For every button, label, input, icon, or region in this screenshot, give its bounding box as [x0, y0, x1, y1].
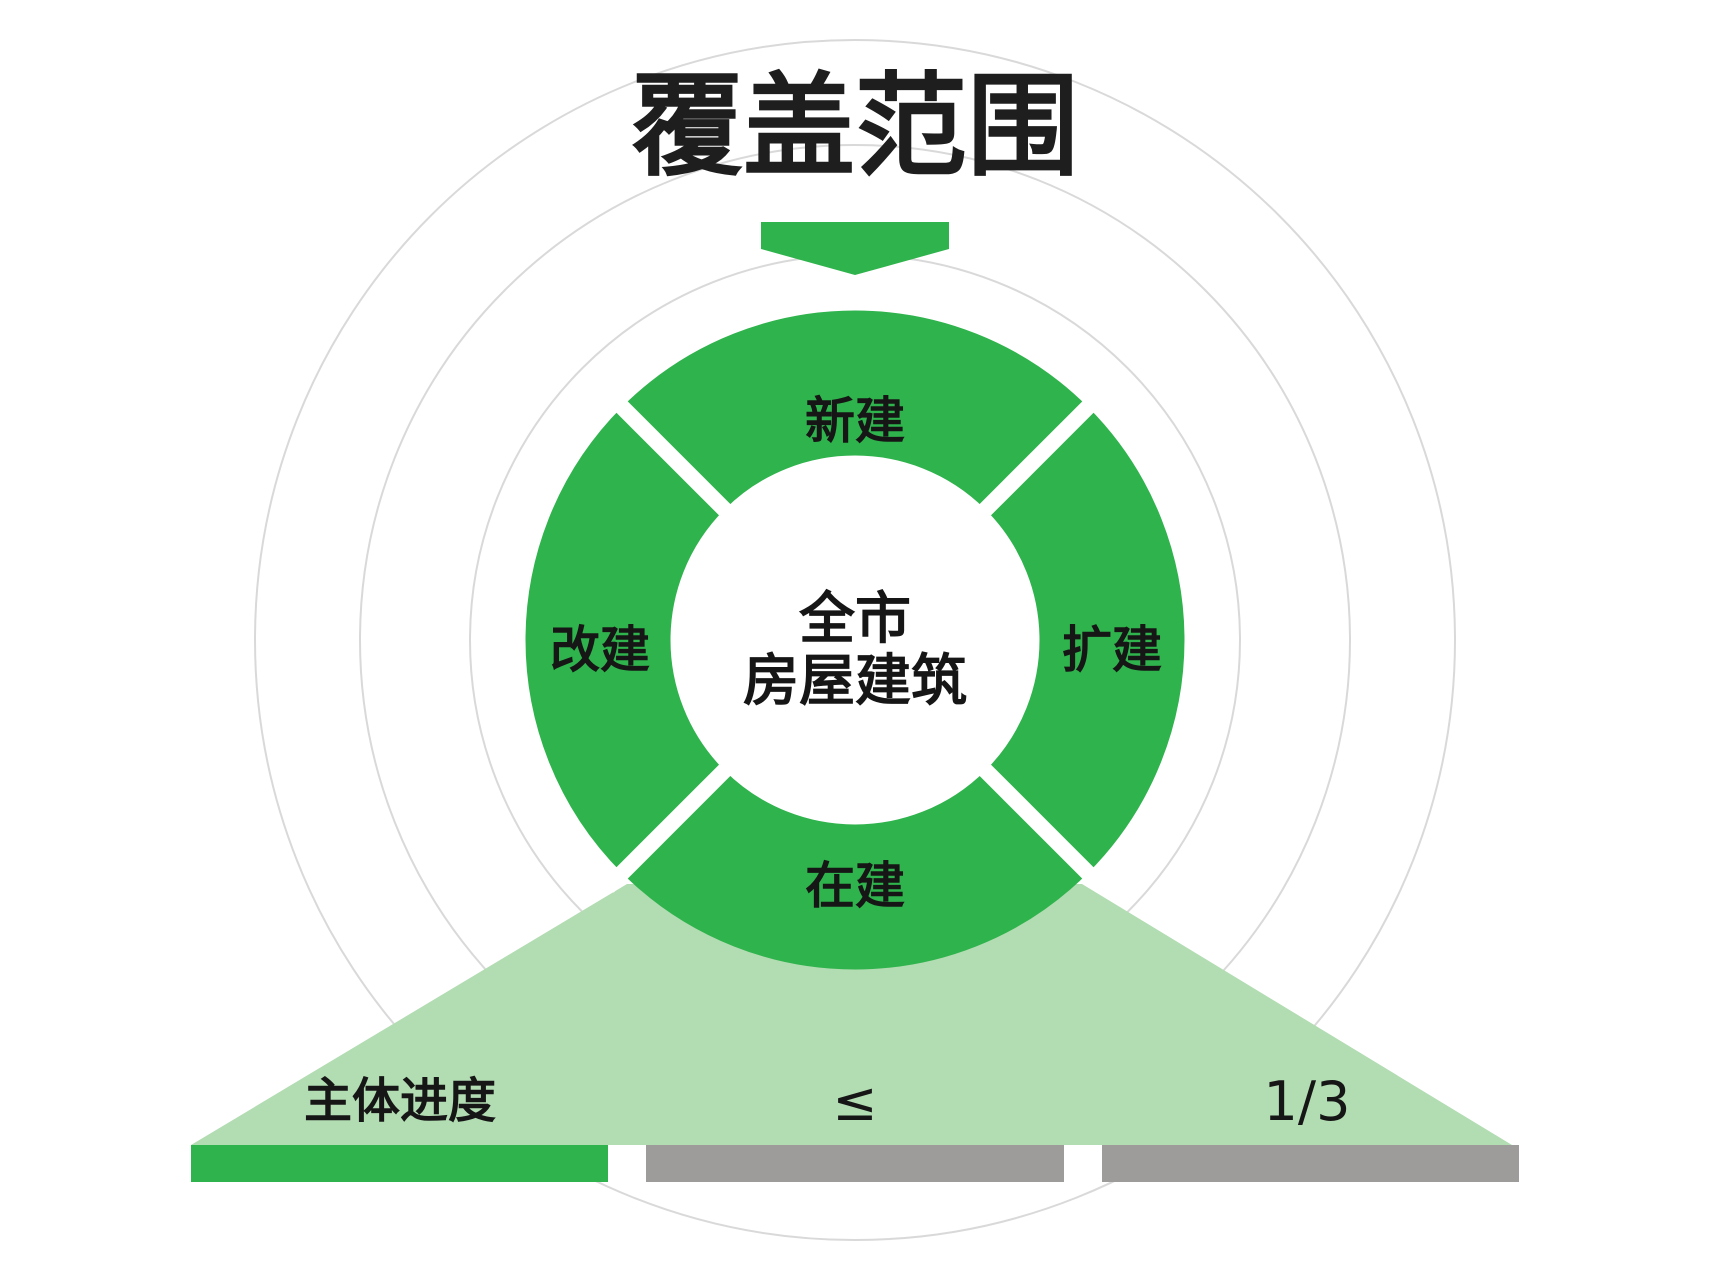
progress-projection	[191, 884, 1512, 1145]
segment-label-top: 新建	[805, 392, 905, 450]
segment-label-bottom: 在建	[805, 857, 905, 915]
segment-label-left: 改建	[550, 621, 650, 679]
center-label-line1: 全市	[798, 587, 911, 652]
outer-ring	[254, 39, 1456, 1241]
page-title: 覆盖范围	[631, 61, 1079, 192]
segment-label-right: 扩建	[1062, 621, 1162, 679]
ring-separators	[602, 387, 1108, 893]
progress-operator: ≤	[832, 1070, 877, 1133]
progress-bars	[191, 1145, 1519, 1182]
progress-value: 1/3	[1264, 1070, 1351, 1133]
separator-bottom-right	[949, 734, 1108, 893]
separator-top-right	[949, 387, 1108, 546]
center-label-line2: 房屋建筑	[743, 649, 967, 714]
category-ring	[525, 310, 1185, 970]
progress-bar-filled	[191, 1145, 608, 1182]
chevron-down-icon	[761, 222, 949, 275]
separator-top-left	[602, 387, 761, 546]
separator-bottom-left	[602, 734, 761, 893]
progress-bar-remaining-1	[646, 1145, 1064, 1182]
progress-bar-remaining-2	[1102, 1145, 1519, 1182]
progress-label: 主体进度	[304, 1073, 496, 1129]
